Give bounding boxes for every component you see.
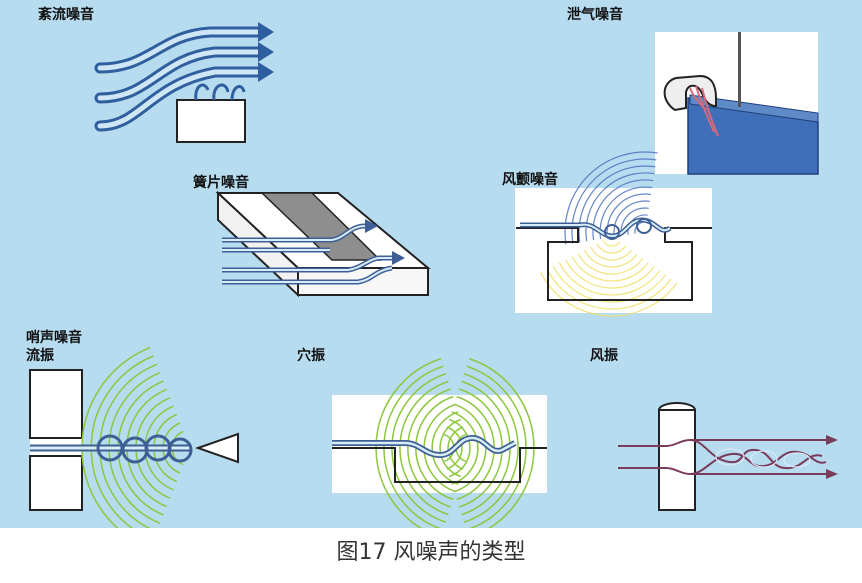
sound-wave-arc xyxy=(571,256,649,282)
sound-wave-arc xyxy=(596,243,627,254)
wind-vibration-illustration xyxy=(618,402,838,513)
sound-wave-arc xyxy=(599,186,653,240)
sound-wave-arc xyxy=(590,246,632,261)
sound-wave-arc xyxy=(451,411,479,485)
sound-wave-arc xyxy=(583,249,638,268)
vent-noise-illustration xyxy=(655,32,819,175)
figure-caption: 图17 风噪声的类型 xyxy=(336,540,526,565)
sound-wave-arc xyxy=(540,272,678,317)
sound-wave-arc xyxy=(558,262,661,296)
sound-wave-arc xyxy=(446,426,463,470)
sound-wave-arc xyxy=(552,265,666,303)
label-vent-noise: 泄气噪音 xyxy=(567,7,623,23)
wedge-edge xyxy=(194,432,239,464)
sound-wave-arc xyxy=(565,259,655,289)
sound-wave-arc xyxy=(399,380,449,516)
sound-wave-arc xyxy=(613,200,650,237)
sound-wave-arc xyxy=(602,240,621,247)
label-turbulent-noise: 紊流噪音 xyxy=(38,7,94,23)
cavity-vibration-illustration xyxy=(332,357,547,528)
label-reed-noise: 簧片噪音 xyxy=(193,175,249,191)
flow-vibration-illustration xyxy=(29,346,239,528)
obstacle-box xyxy=(176,99,246,143)
label-flow-vibration: 流振 xyxy=(26,348,54,364)
sound-wave-arc xyxy=(449,418,471,478)
sound-wave-arc xyxy=(407,388,452,508)
wind-noise-diagram xyxy=(29,22,838,528)
sound-wave-arc xyxy=(431,411,459,485)
sound-wave-arc xyxy=(463,373,519,523)
flutter-noise-illustration xyxy=(515,151,712,317)
sound-wave-arc xyxy=(447,426,464,470)
sound-wave-arc xyxy=(546,268,672,310)
label-whistle-noise: 哨声噪音 xyxy=(26,330,82,346)
label-wind-vibration: 风振 xyxy=(590,348,618,364)
sound-wave-arc xyxy=(577,253,644,275)
reed-noise-illustration xyxy=(215,190,431,298)
label-cavity-vibration: 穴振 xyxy=(297,348,325,364)
label-flutter-noise: 风颤噪音 xyxy=(502,172,558,188)
turbulent-noise-illustration xyxy=(94,22,274,143)
sound-wave-arc xyxy=(606,193,651,238)
door-seal xyxy=(663,74,717,112)
sound-wave-arc xyxy=(439,418,461,478)
